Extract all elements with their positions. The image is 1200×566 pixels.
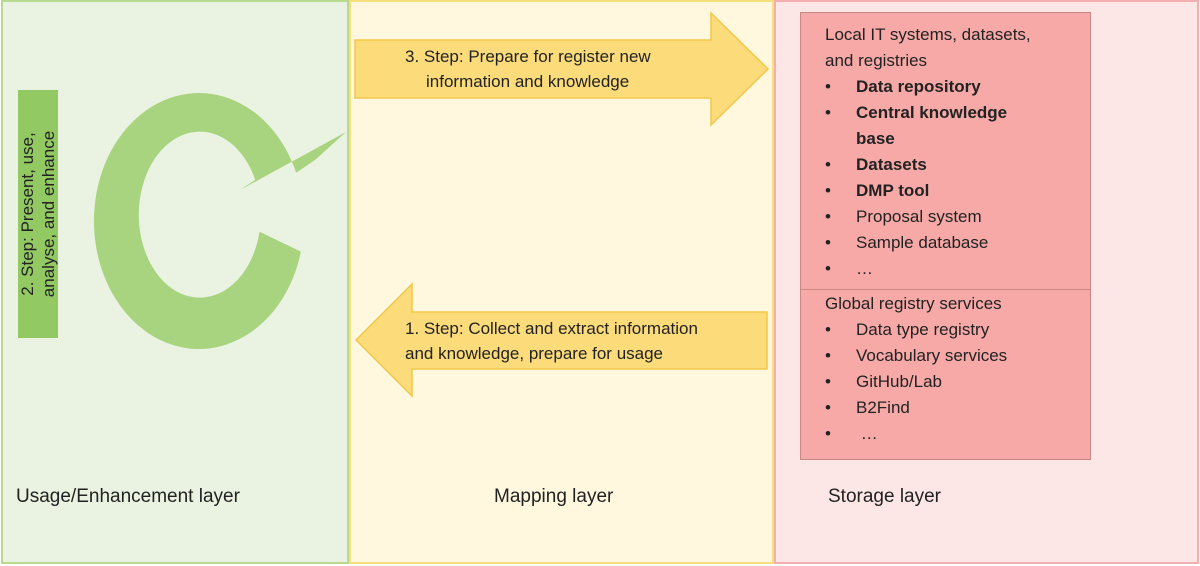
list-item-text: GitHub/Lab [856, 372, 942, 391]
step1-line2: and knowledge, prepare for usage [405, 344, 664, 363]
list-item-text: Data repository [856, 77, 981, 96]
list-item-text: Datasets [856, 155, 927, 174]
bullet: • [825, 259, 831, 278]
list-item-continuation: base [825, 126, 1090, 152]
list-item-text: Vocabulary services [856, 346, 1008, 365]
list-item: •… [825, 256, 1090, 282]
list-item-text: B2Find [856, 398, 910, 417]
list-item: • Sample database [825, 230, 1090, 256]
mapping-layer-label: Mapping layer [494, 486, 614, 507]
bullet: • [825, 346, 831, 365]
step3-line2: information and knowledge [426, 72, 630, 91]
bullet: • [825, 77, 831, 96]
local-systems-title-line1: Local IT systems, datasets, [825, 25, 1031, 44]
global-registry-box: Global registry services • Data type regi… [800, 289, 1091, 460]
global-registry-title: Global registry services [825, 294, 1002, 313]
list-item-text: Central knowledge [856, 103, 1008, 122]
list-item: • Proposal system [825, 204, 1090, 230]
step1-line1: 1. Step: Collect and extract information [405, 319, 698, 338]
list-item-text: Proposal system [856, 207, 982, 226]
bullet: • [825, 320, 831, 339]
step3-line1: 3. Step: Prepare for register new [405, 47, 651, 66]
bullet: • [825, 207, 831, 226]
list-item: • B2Find [825, 395, 1090, 421]
local-systems-title-line2: and registries [825, 51, 928, 70]
step2-label-box [18, 90, 58, 338]
list-item: • Data type registry [825, 317, 1090, 343]
local-systems-box: Local IT systems, datasets, and registri… [800, 12, 1091, 290]
list-item: • DMP tool [825, 178, 1090, 204]
step1-label: 1. Step: Collect and extract information… [405, 316, 698, 366]
list-item-text: … [856, 259, 873, 278]
list-item-text: DMP tool [856, 181, 930, 200]
bullet: • [825, 233, 831, 252]
bullet: • [825, 181, 831, 200]
list-item-text: Sample database [856, 233, 989, 252]
global-registry-list: • Data type registry • Vocabulary services… [825, 317, 1090, 447]
step3-right-arrow-icon [354, 11, 770, 127]
bullet: • [825, 103, 831, 122]
local-systems-list: • Data repository • Central knowledge base… [825, 74, 1090, 282]
list-item: • … [825, 421, 1090, 447]
list-item-text: Data type registry [856, 320, 990, 339]
step2-line2: analyse, and enhance [39, 130, 58, 298]
circular-arrow-icon [93, 93, 346, 350]
bullet: • [825, 424, 831, 443]
storage-layer-label: Storage layer [828, 486, 942, 507]
bullet: • [825, 372, 831, 391]
step2-label: 2. Step: Present, use, analyse, and enha… [17, 89, 59, 339]
step1-left-arrow-icon [354, 282, 768, 398]
local-systems-title: Local IT systems, datasets, and registri… [825, 22, 1090, 74]
step2-line1: 2. Step: Present, use, [18, 132, 37, 296]
list-item: • GitHub/Lab [825, 369, 1090, 395]
list-item: • Vocabulary services [825, 343, 1090, 369]
step3-label: 3. Step: Prepare for register new inform… [405, 44, 651, 94]
list-item-text: … [856, 424, 878, 443]
usage-layer-label: Usage/Enhancement layer [16, 486, 240, 507]
list-item-text: base [856, 129, 895, 148]
bullet: • [825, 398, 831, 417]
list-item: • Central knowledge [825, 100, 1090, 126]
bullet: • [825, 155, 831, 174]
list-item: • Datasets [825, 152, 1090, 178]
list-item: • Data repository [825, 74, 1090, 100]
